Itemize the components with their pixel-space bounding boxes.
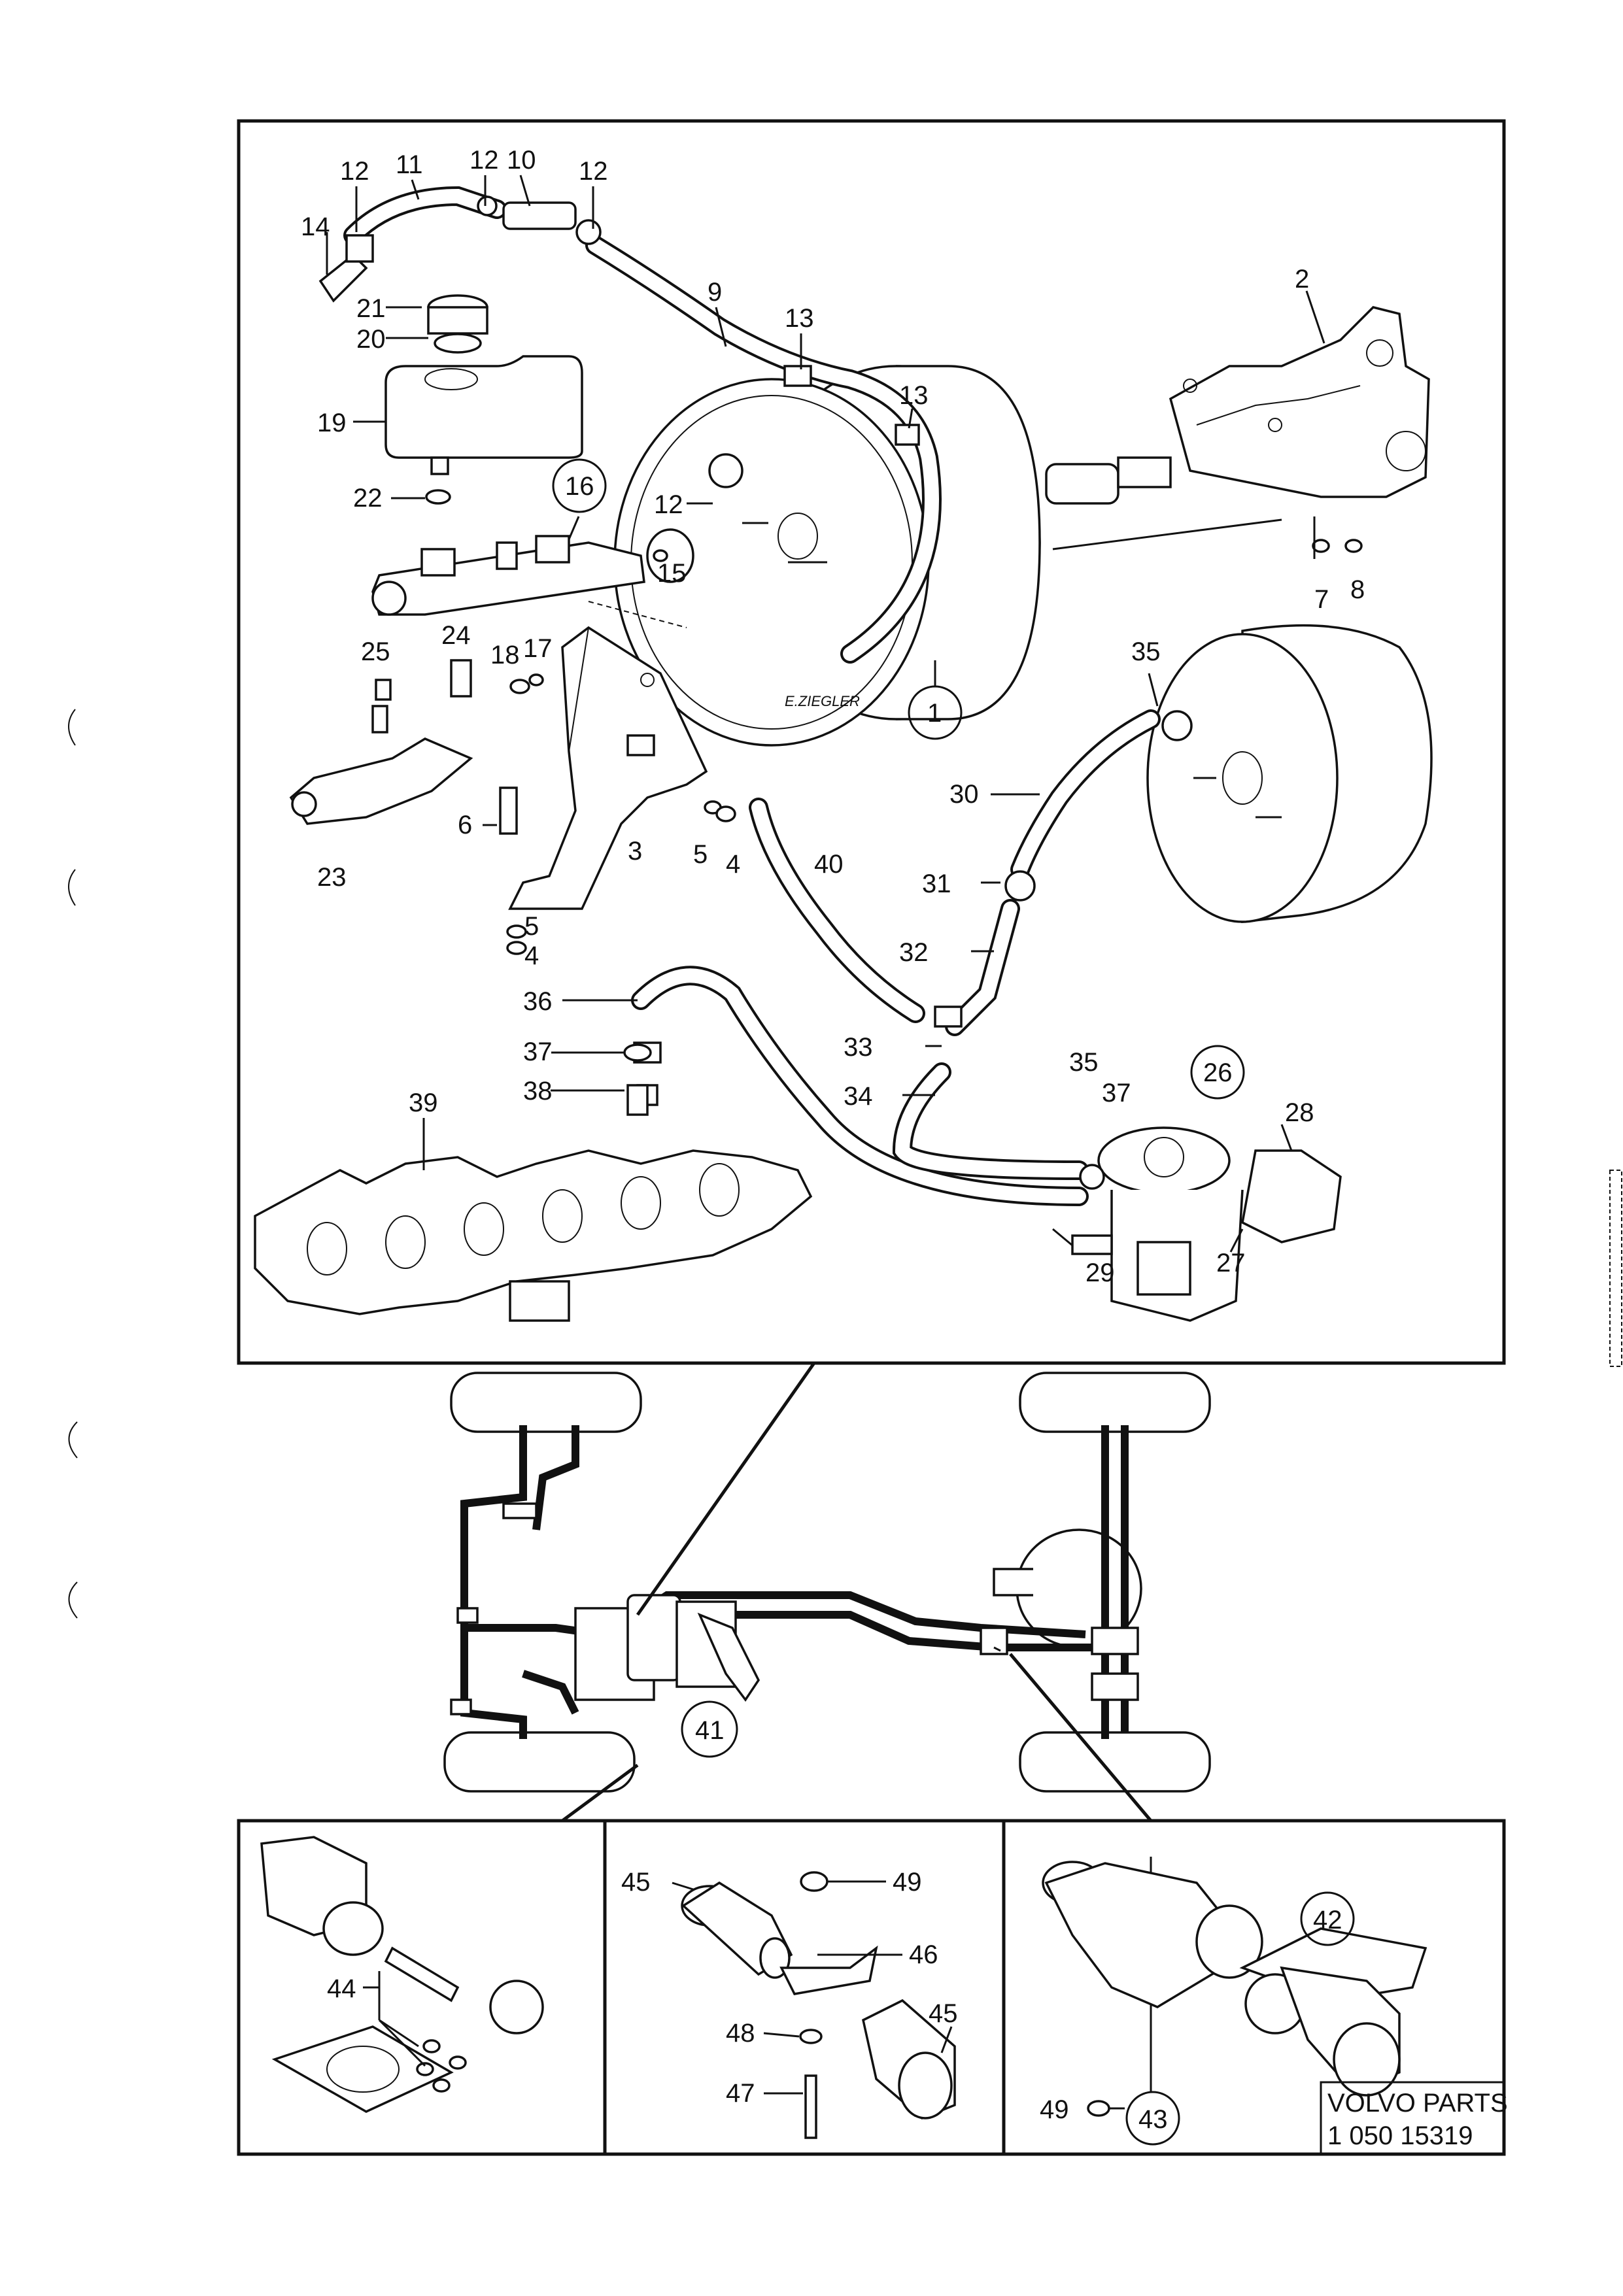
callout-label: 27 — [1216, 1249, 1246, 1277]
detail-proportioning — [1042, 1861, 1427, 2117]
callout-label: 47 — [726, 2079, 755, 2108]
callout-label: 13 — [899, 381, 929, 410]
leader-lines-bottom — [672, 1857, 1325, 2110]
callout-label: 7 — [1314, 585, 1329, 614]
callout-label: 38 — [523, 1077, 553, 1106]
callout-label: 31 — [922, 869, 951, 898]
callout-label: 45 — [929, 1999, 958, 2028]
chassis-pointers — [561, 1362, 1152, 1823]
callout-label: 42 — [1313, 1906, 1342, 1934]
callout-label: 10 — [507, 146, 536, 175]
callout-label: 8 — [1350, 575, 1365, 604]
callout-label: 48 — [726, 2019, 755, 2048]
callout-label: 4 — [524, 941, 539, 970]
callout-labels-main: 12 11 12 10 12 14 21 20 19 22 9 13 13 2 … — [301, 146, 1365, 1287]
callout-label: 49 — [1040, 2095, 1069, 2124]
callout-label: 37 — [1102, 1079, 1131, 1107]
callout-label: 37 — [523, 1038, 553, 1066]
callout-label: 28 — [1285, 1098, 1314, 1127]
master-cylinder — [371, 528, 694, 628]
callout-label: 16 — [565, 472, 594, 501]
callout-label: 21 — [356, 294, 386, 323]
callout-circle-43 — [1125, 2091, 1180, 2146]
callout-label: 5 — [693, 840, 708, 869]
edge-hatch — [1609, 1170, 1622, 1367]
callout-label: 46 — [909, 1940, 938, 1969]
callout-circle-41 — [681, 1700, 738, 1758]
callout-label: 25 — [361, 637, 390, 666]
leader-lines-main — [326, 175, 1325, 1253]
callout-label: 9 — [708, 278, 722, 307]
callout-label: 36 — [523, 987, 553, 1016]
callout-label: 35 — [1131, 637, 1161, 666]
callout-label: 12 — [579, 157, 608, 186]
circled-callouts — [552, 458, 1245, 1100]
footer-box — [1320, 2081, 1505, 2155]
binder-holes — [68, 709, 78, 1619]
pressure-valve — [289, 659, 473, 825]
callout-label: 11 — [396, 150, 423, 179]
callout-label: 2 — [1295, 265, 1309, 294]
detail-sensor — [260, 1836, 544, 2113]
vacuum-hose-top — [318, 186, 942, 664]
chassis-overview — [443, 1372, 1211, 1793]
callout-circle-42 — [1300, 1891, 1355, 1946]
callout-label: 17 — [523, 634, 553, 663]
intake-manifold — [254, 1149, 813, 1322]
callout-label: 34 — [844, 1082, 873, 1111]
callout-label: 44 — [327, 1974, 356, 2003]
callout-label: 5 — [524, 912, 539, 941]
mounting-bracket — [508, 626, 708, 910]
callout-label: 12 — [654, 490, 683, 519]
callout-label: 24 — [441, 621, 471, 650]
callout-label: 45 — [621, 1868, 651, 1897]
callout-label: 33 — [844, 1033, 873, 1062]
hardware — [375, 539, 1363, 1116]
callout-label: 20 — [356, 325, 386, 354]
callout-label: 30 — [949, 780, 979, 809]
callout-label: 23 — [317, 863, 347, 892]
detail-valves — [681, 1871, 956, 2139]
callout-label: 1 — [927, 699, 942, 728]
callout-label: 14 — [301, 212, 330, 241]
footer-brand: VOLVO PARTS — [1327, 2089, 1508, 2118]
vacuum-hoses-lower — [631, 709, 1161, 1206]
callout-label: 4 — [726, 850, 740, 879]
callout-label: 19 — [317, 409, 347, 437]
callout-label: 32 — [899, 938, 929, 967]
fluid-reservoir — [384, 294, 583, 505]
callout-label: 40 — [814, 850, 844, 879]
callout-label: 29 — [1085, 1258, 1115, 1287]
callout-label: 41 — [695, 1716, 725, 1745]
callout-label: 3 — [628, 837, 642, 866]
callout-label: 35 — [1069, 1048, 1099, 1077]
booster-right — [1146, 624, 1433, 923]
signature-text: E.ZIEGLER — [785, 693, 860, 709]
footer-code: 1 050 15319 — [1327, 2121, 1473, 2150]
callout-label: 12 — [340, 157, 369, 186]
callout-label: 13 — [785, 304, 814, 333]
callout-label: 12 — [470, 146, 499, 175]
callout-label: 43 — [1138, 2105, 1168, 2134]
callout-label: 49 — [893, 1868, 922, 1897]
callout-label: 15 — [657, 559, 687, 588]
pedal-bracket — [1169, 306, 1430, 498]
callout-label: 22 — [353, 484, 383, 513]
detail-frame — [237, 1819, 1506, 2156]
callout-label: 39 — [409, 1089, 438, 1117]
vacuum-pump — [1071, 1126, 1342, 1322]
callout-label: 18 — [490, 641, 520, 669]
callout-label: 26 — [1203, 1058, 1233, 1087]
main-view-frame — [237, 119, 1506, 1365]
callout-label: 6 — [458, 811, 472, 839]
